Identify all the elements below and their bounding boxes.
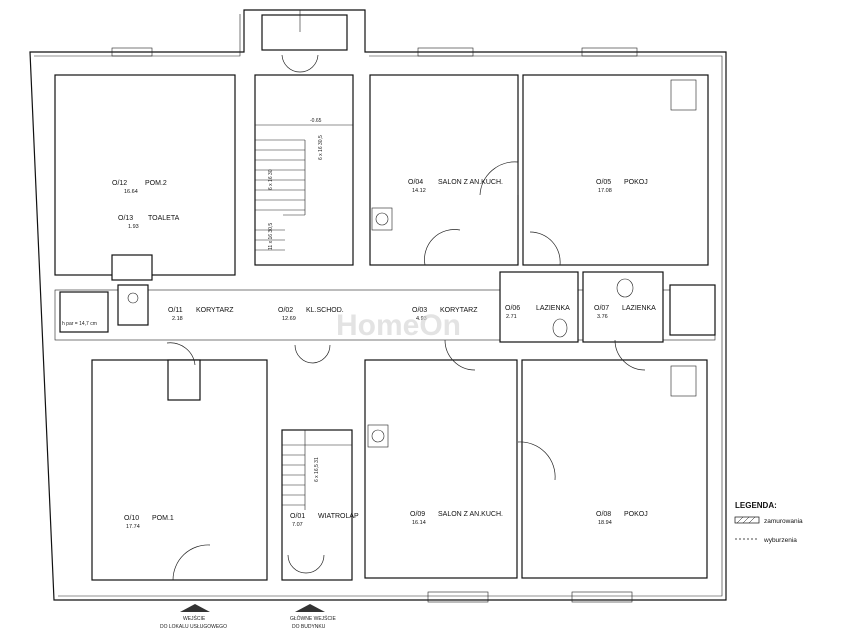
main-entrance-line1: GŁÓWNE WEJŚCIE <box>290 614 337 622</box>
level-mark: -0.65 <box>310 118 322 124</box>
room-o05-outline <box>522 74 709 266</box>
room-label-o13: O/13 TOALETA 1.93 <box>118 215 180 230</box>
svg-text:16.64: 16.64 <box>124 189 138 195</box>
svg-text:1.93: 1.93 <box>128 224 139 230</box>
room-label-o04: O/04 SALON Z AN.KUCH. 14.12 <box>408 179 503 194</box>
height-note: h par = 14,7 cm <box>62 321 97 327</box>
room-label-o10: O/10 POM.1 17.74 <box>124 515 174 530</box>
svg-text:O/08: O/08 <box>596 511 611 518</box>
svg-text:O/11: O/11 <box>168 307 183 314</box>
svg-text:17.74: 17.74 <box>126 524 140 530</box>
service-entrance-arrow-icon <box>180 604 210 612</box>
room-label-o12: O/12 POM.2 16.64 <box>112 180 167 195</box>
watermark: HomeOn <box>336 309 461 342</box>
svg-text:POM.2: POM.2 <box>145 180 167 187</box>
stairs-upper-dim: 6 x 16 30,5 <box>318 135 324 160</box>
legend: LEGENDA: zamurowania wyburzenia <box>734 501 803 544</box>
svg-text:LAZIENKA: LAZIENKA <box>622 305 656 312</box>
svg-text:POKOJ: POKOJ <box>624 179 648 186</box>
stairs-mid-dim: 11 x 16 30,5 <box>268 223 274 250</box>
svg-text:3.76: 3.76 <box>597 314 608 320</box>
room-label-o02: O/02 KL.SCHOD. 12.69 <box>278 307 344 322</box>
room-label-o11: O/11 KORYTARZ 2.18 <box>168 307 234 322</box>
svg-text:O/01: O/01 <box>290 513 305 520</box>
svg-text:2.71: 2.71 <box>506 314 517 320</box>
svg-text:TOALETA: TOALETA <box>148 215 180 222</box>
svg-text:LEGENDA:: LEGENDA: <box>735 501 777 510</box>
svg-text:O/07: O/07 <box>594 305 609 312</box>
room-label-o01: O/01 WIATROLAP 7.07 <box>290 513 359 528</box>
legend-swatch-hatched-icon <box>734 516 760 524</box>
svg-text:KORYTARZ: KORYTARZ <box>440 307 478 314</box>
svg-text:16.14: 16.14 <box>412 520 426 526</box>
main-entrance-line2: DO BUDYNKU <box>292 624 326 630</box>
svg-text:wyburzenia: wyburzenia <box>763 537 797 544</box>
room-label-o08: O/08 POKOJ 18.94 <box>596 511 648 526</box>
room-label-o09: O/09 SALON Z AN.KUCH. 16.14 <box>410 511 503 526</box>
svg-text:KL.SCHOD.: KL.SCHOD. <box>306 307 344 314</box>
room-o08-outline <box>521 359 708 579</box>
room-label-o05: O/05 POKOJ 17.08 <box>596 179 648 194</box>
svg-text:WIATROLAP: WIATROLAP <box>318 513 359 520</box>
svg-text:POM.1: POM.1 <box>152 515 174 522</box>
svg-text:SALON Z AN.KUCH.: SALON Z AN.KUCH. <box>438 511 503 518</box>
svg-text:O/06: O/06 <box>505 305 520 312</box>
room-o09-outline <box>364 359 518 579</box>
main-entrance-arrow-icon <box>295 604 325 612</box>
svg-text:18.94: 18.94 <box>598 520 612 526</box>
svg-text:SALON Z AN.KUCH.: SALON Z AN.KUCH. <box>438 179 503 186</box>
svg-text:O/03: O/03 <box>412 307 427 314</box>
svg-text:LAZIENKA: LAZIENKA <box>536 305 570 312</box>
svg-text:O/12: O/12 <box>112 180 127 187</box>
svg-text:12.69: 12.69 <box>282 316 296 322</box>
svg-text:KORYTARZ: KORYTARZ <box>196 307 234 314</box>
svg-text:14.12: 14.12 <box>412 188 426 194</box>
service-entrance-line2: DO LOKALU USŁUGOWEGO <box>160 624 227 630</box>
svg-text:O/10: O/10 <box>124 515 139 522</box>
svg-text:O/05: O/05 <box>596 179 611 186</box>
room-label-o03: O/03 KORYTARZ 4.93 <box>412 307 478 322</box>
svg-text:2.18: 2.18 <box>172 316 183 322</box>
room-o12-outline <box>54 74 236 276</box>
room-label-o07: O/07 LAZIENKA 3.76 <box>594 305 656 320</box>
room-label-o06: O/06 LAZIENKA 2.71 <box>505 305 570 320</box>
svg-text:zamurowania: zamurowania <box>764 518 803 525</box>
svg-text:O/13: O/13 <box>118 215 133 222</box>
svg-text:O/02: O/02 <box>278 307 293 314</box>
svg-text:7.07: 7.07 <box>292 522 303 528</box>
stairs-lower-dim: 6 x 16,5 31 <box>314 457 320 482</box>
svg-text:4.93: 4.93 <box>416 316 427 322</box>
room-o04-outline <box>369 74 519 266</box>
svg-text:17.08: 17.08 <box>598 188 612 194</box>
service-entrance-line1: WEJŚCIE <box>183 614 206 622</box>
svg-text:POKOJ: POKOJ <box>624 511 648 518</box>
stairs-upper-left-dim: 6 x 16 30 <box>268 169 274 190</box>
svg-text:O/04: O/04 <box>408 179 423 186</box>
svg-text:O/09: O/09 <box>410 511 425 518</box>
